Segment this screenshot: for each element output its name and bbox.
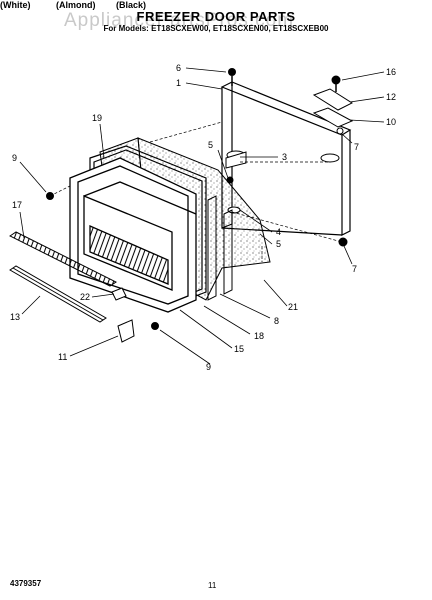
small-parts — [46, 176, 348, 343]
callout-9-left: 9 — [12, 153, 17, 163]
callout-12: 12 — [386, 92, 396, 102]
assembly-guide-lines — [49, 121, 343, 262]
callout-22: 22 — [80, 292, 90, 302]
callout-7-top: 7 — [354, 142, 359, 152]
callout-5-lower: 5 — [276, 239, 281, 249]
callout-7-bottom: 7 — [352, 264, 357, 274]
callout-1: 1 — [176, 78, 181, 88]
callout-19: 19 — [92, 113, 102, 123]
screw-icon — [228, 68, 236, 86]
door-liner — [69, 157, 197, 313]
callout-17: 17 — [12, 200, 22, 210]
callout-8: 8 — [274, 316, 279, 326]
page-number: 11 — [208, 581, 217, 590]
hinge-parts-top-right — [312, 75, 354, 135]
callout-3: 3 — [282, 152, 287, 162]
callout-labels: 6 1 19 9 5 3 4 5 17 22 13 11 15 9 18 8 2… — [10, 63, 396, 372]
door-shelf-bars — [9, 231, 117, 323]
color-almond: (Almond) — [56, 0, 96, 10]
callout-16: 16 — [386, 67, 396, 77]
diagram-title: FREEZER DOOR PARTS — [136, 9, 296, 24]
watermark: AppliancePartsPros.com — [64, 10, 295, 31]
callout-9-bottom: 9 — [206, 362, 211, 372]
callout-21: 21 — [288, 302, 298, 312]
color-black: (Black) — [116, 0, 147, 10]
callout-15: 15 — [234, 344, 244, 354]
callout-4: 4 — [276, 227, 281, 237]
door-side-rails — [207, 195, 233, 301]
model-list: For Models: ET18SCXEW00, ET18SCXEN00, ET… — [103, 24, 329, 33]
callout-10: 10 — [386, 117, 396, 127]
callout-5-upper: 5 — [208, 140, 213, 150]
document-number: 4379357 — [10, 579, 42, 588]
callout-18: 18 — [254, 331, 264, 341]
leader-lines — [19, 67, 385, 365]
color-white: (White) — [0, 0, 31, 10]
callout-11: 11 — [58, 352, 67, 362]
callout-6: 6 — [176, 63, 181, 73]
callout-13: 13 — [10, 312, 20, 322]
